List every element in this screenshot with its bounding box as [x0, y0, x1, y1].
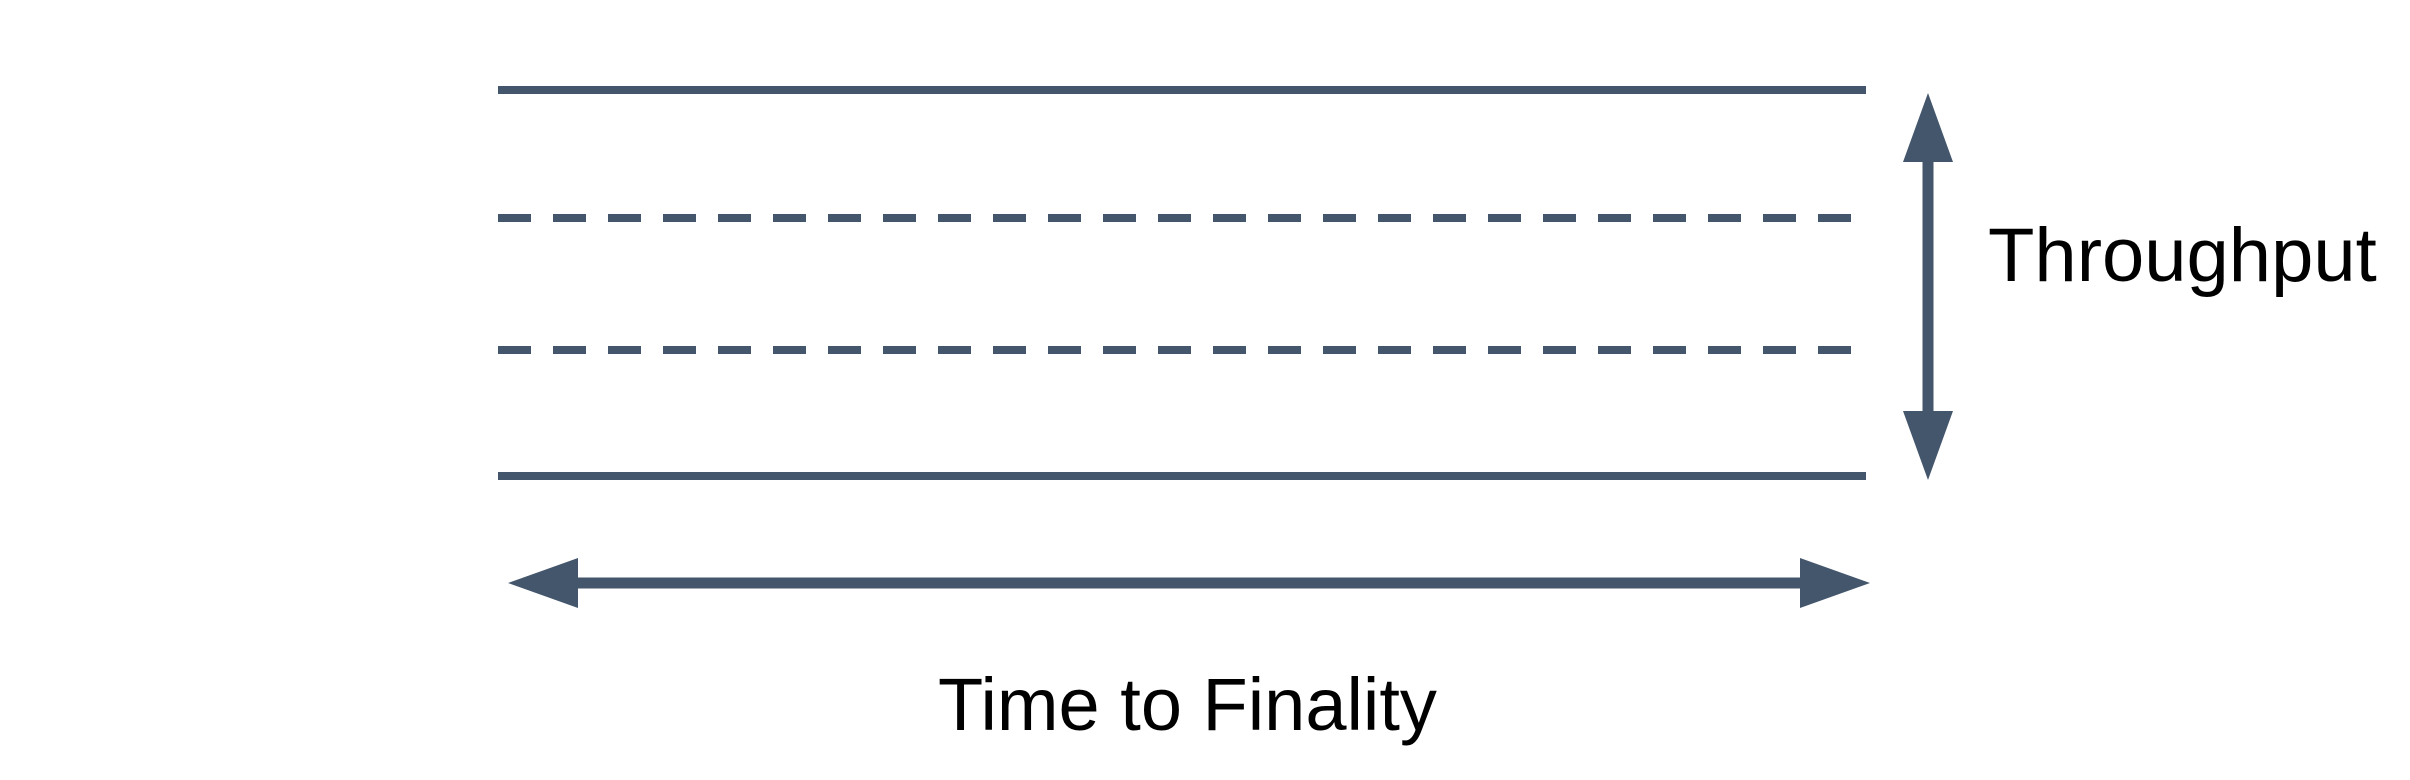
time-to-finality-arrow-head-right — [1800, 558, 1870, 608]
time-to-finality-arrow-shaft — [574, 577, 1804, 589]
time-to-finality-arrow-head-left — [508, 558, 578, 608]
throughput-arrow — [1903, 93, 1953, 480]
throughput-arrow-head-down — [1903, 411, 1953, 480]
throughput-axis-label: Throughput — [1988, 213, 2377, 298]
throughput-arrow-head-up — [1903, 93, 1953, 162]
time-to-finality-arrow — [508, 558, 1870, 608]
time-to-finality-axis-label: Time to Finality — [938, 663, 1437, 746]
throughput-arrow-shaft — [1922, 158, 1934, 416]
